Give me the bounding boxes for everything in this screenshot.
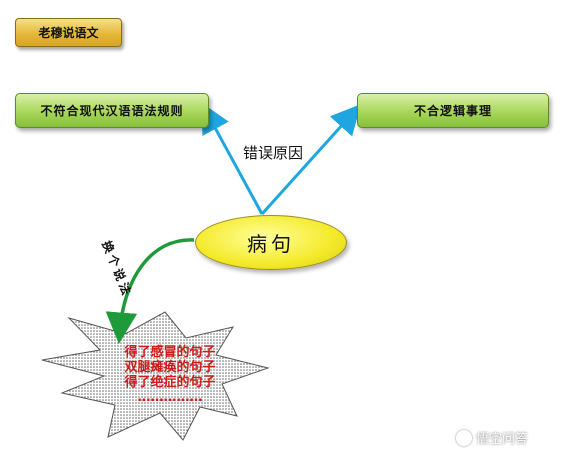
star-line: 得了绝症的句子: [124, 375, 216, 390]
watermark-logo-icon: [456, 429, 472, 446]
arrow-to-star: [105, 238, 195, 344]
star-line: 得了感冒的句子: [124, 345, 216, 360]
logic-box: 不合逻辑事理: [357, 93, 549, 128]
arrow-to-right-box: [260, 104, 362, 216]
arrow-to-left-box: [201, 102, 264, 215]
star-line: 双腿瘫痪的句子: [124, 360, 216, 375]
watermark-text: 悟空问答: [476, 432, 529, 447]
center-node-ellipse: 病句: [195, 215, 347, 270]
burst-star-shape: [41, 311, 270, 441]
star-line: ……………: [137, 390, 203, 405]
watermark: 悟空问答: [456, 428, 528, 447]
star-text-block: 得了感冒的句子 双腿瘫痪的句子 得了绝症的句子 ……………: [100, 345, 240, 405]
reason-label: 错误原因: [243, 144, 304, 162]
center-node-label: 病句: [247, 232, 295, 256]
title-box: 老穆说语文: [15, 18, 122, 47]
grammar-rule-box: 不符合现代汉语语法规则: [15, 93, 209, 128]
